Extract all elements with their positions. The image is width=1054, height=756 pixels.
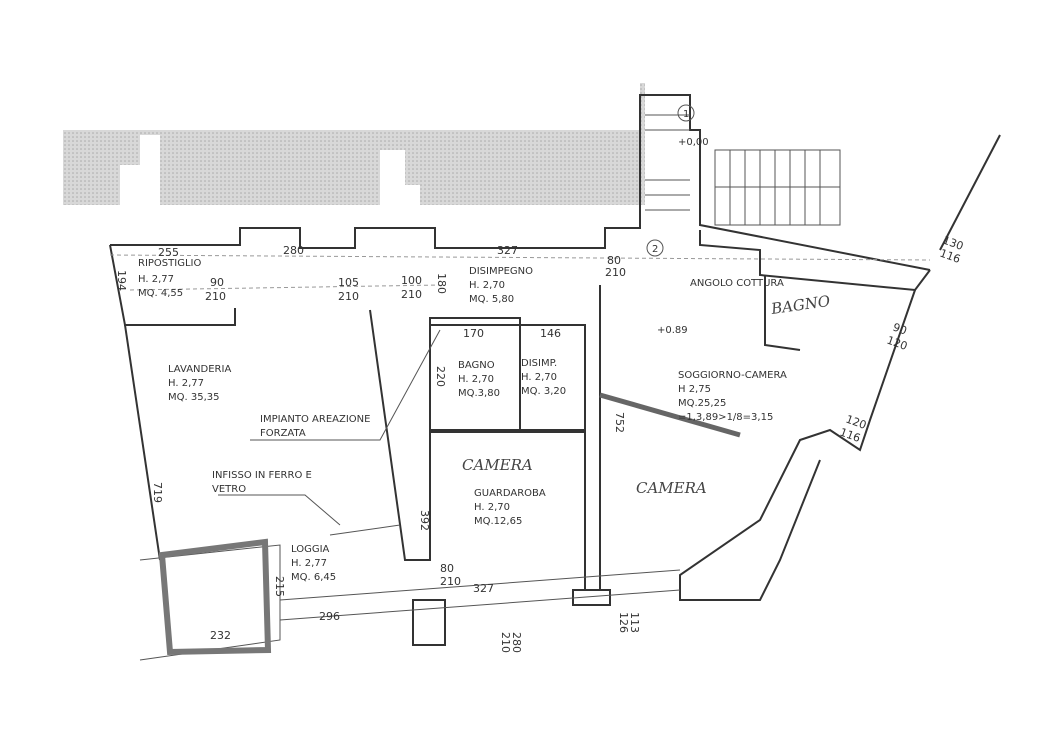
adjacent-building [63,83,645,205]
room-label: FORZATA [260,428,306,439]
room-label: ANGOLO COTTURA [690,278,784,289]
dimension-label: 120 [885,334,909,353]
level-marker: +0,00 [678,137,709,148]
dimension-label: 220 [434,366,447,387]
room-label: H. 2,77 [291,558,327,569]
room-disimpegno: DISIMPEGNO H. 2,70 MQ. 5,80 [469,266,533,305]
dimension-label: 210 [440,575,461,588]
stair-number-2: 2 [652,244,658,255]
dimension-label: 90 [210,276,224,289]
room-label: H. 2,70 [474,502,510,513]
room-label: H. 2,77 [138,274,174,285]
room-label: RIPOSTIGLIO [138,258,201,269]
room-label: LAVANDERIA [168,364,231,375]
dimension-label: 100 [401,274,422,287]
dimension-label: 80 [440,562,454,575]
dimension-label: 146 [540,327,561,340]
room-label: MQ.25,25 [678,398,726,409]
room-label: BAGNO [769,292,831,318]
dimension-label: 215 [273,576,286,597]
room-label: CAMERA [636,479,707,497]
room-label: GUARDAROBA [474,488,546,499]
dimension-label: 170 [463,327,484,340]
dimension-label: 752 [613,412,626,433]
room-label: MQ. 35,35 [168,392,219,403]
dimension-label: 280 [283,244,304,257]
dimensions: 255 280 327 194 90 210 105 210 100 210 1… [115,234,965,653]
dimension-label: 113 [628,612,641,633]
room-label: H. 2,77 [168,378,204,389]
room-ripostiglio: RIPOSTIGLIO H. 2,77 MQ. 4,55 [138,258,201,299]
level-marker: +0.89 [657,325,688,336]
stair-number-1: 1 [683,109,689,120]
room-label: LOGGIA [291,544,330,555]
dimension-label: 126 [617,612,630,633]
dimension-label: 105 [338,276,359,289]
room-label: IMPIANTO AREAZIONE [260,414,370,425]
dimension-label: 90 [891,321,909,338]
dimension-label: 327 [497,244,518,257]
dimension-label: 719 [151,482,164,503]
dimension-label: 327 [473,582,494,595]
walls [109,94,1001,661]
room-guardaroba: CAMERA GUARDAROBA H. 2,70 MQ.12,65 [462,456,546,527]
dimension-label: 210 [401,288,422,301]
room-angolo-cottura: ANGOLO COTTURA BAGNO [690,278,831,318]
dimension-label: 210 [338,290,359,303]
room-label: MQ. 4,55 [138,288,183,299]
room-disimp: DISIMP. H. 2,70 MQ. 3,20 [521,358,566,397]
dimension-label: 210 [499,632,512,653]
annotation-notes: IMPIANTO AREAZIONE FORZATA INFISSO IN FE… [212,414,370,495]
dimension-label: 232 [210,629,231,642]
room-label: SOGGIORNO-CAMERA [678,370,787,381]
room-label: VETRO [212,484,246,495]
room-label: MQ. 3,20 [521,386,566,397]
room-label: INFISSO IN FERRO E [212,470,312,481]
room-label: CAMERA [462,456,533,474]
room-label: BAGNO [458,360,495,371]
dimension-label: 296 [319,610,340,623]
room-bagno: BAGNO H. 2,70 MQ.3,80 [458,360,500,399]
room-lavanderia: LAVANDERIA H. 2,77 MQ. 35,35 [168,364,231,403]
room-label: MQ. 6,45 [291,572,336,583]
room-loggia: LOGGIA H. 2,77 MQ. 6,45 [291,544,336,583]
dimension-label: 255 [158,246,179,259]
room-label: H. 2,70 [458,374,494,385]
dimension-label: 210 [205,290,226,303]
dimension-label: 392 [418,510,431,531]
room-label: DISIMPEGNO [469,266,533,277]
staircase [645,104,841,257]
room-soggiorno-camera: SOGGIORNO-CAMERA H 2,75 MQ.25,25 =1,3,89… [636,370,787,497]
dimension-label: 280 [510,632,523,653]
room-label: H. 2,70 [469,280,505,291]
room-label: DISIMP. [521,358,557,369]
dimension-label: 194 [115,270,128,291]
room-label: H 2,75 [678,384,711,395]
room-label: MQ.3,80 [458,388,500,399]
room-label: MQ. 5,80 [469,294,514,305]
room-label: MQ.12,65 [474,516,522,527]
dimension-label: 210 [605,266,626,279]
room-label: H. 2,70 [521,372,557,383]
dimension-label: 180 [435,273,448,294]
room-label: =1,3,89>1/8=3,15 [678,412,773,423]
dimension-label: 80 [607,254,621,267]
